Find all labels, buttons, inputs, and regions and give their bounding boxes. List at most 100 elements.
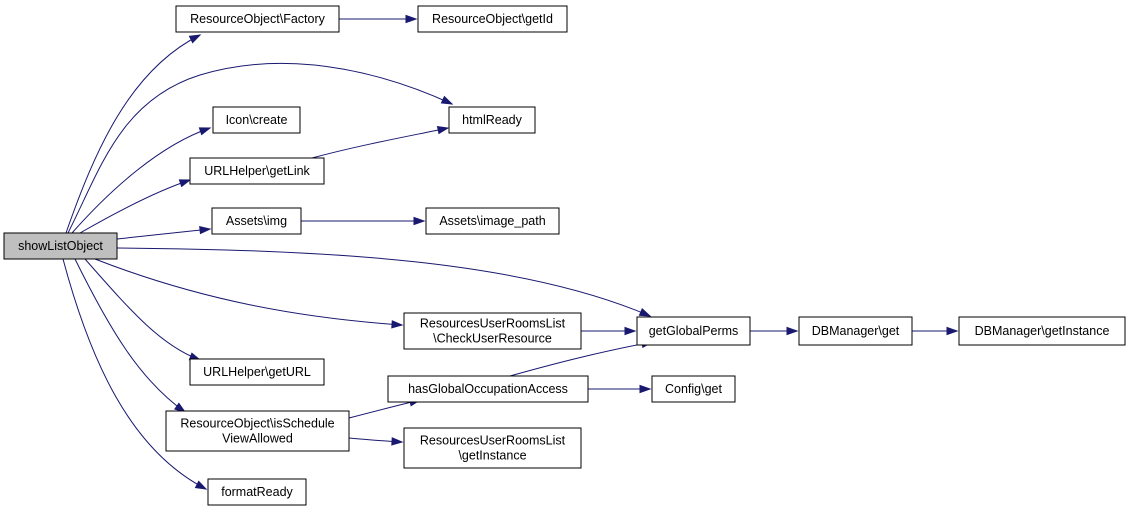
- node-dbinstance[interactable]: DBManager\getInstance: [958, 316, 1126, 346]
- node-box: [212, 106, 301, 134]
- edge-arrowhead: [638, 307, 652, 317]
- node-label: Assets\image_path: [439, 214, 545, 228]
- edge-line: [116, 247, 651, 317]
- edge-checkuser-to-getglobalperms: [581, 326, 637, 336]
- edge-arrowhead: [199, 225, 212, 235]
- node-label: ResourcesUserRoomsList: [420, 317, 566, 331]
- node-imagepath[interactable]: Assets\image_path: [425, 207, 560, 235]
- edge-arrowhead: [405, 14, 418, 24]
- node-label: ResourceObject\Factory: [190, 12, 326, 26]
- node-getglobalperms[interactable]: getGlobalPerms: [636, 316, 751, 346]
- node-label: URLHelper\getURL: [203, 365, 311, 379]
- node-assetsimg[interactable]: Assets\img: [211, 207, 302, 235]
- node-getid[interactable]: ResourceObject\getId: [417, 5, 568, 33]
- edge-line: [94, 258, 403, 326]
- node-box: [207, 478, 307, 506]
- node-getlink[interactable]: URLHelper\getLink: [189, 157, 325, 185]
- node-box: [798, 316, 913, 346]
- edge-root-to-isschedule: [74, 258, 187, 413]
- node-label: Config\get: [665, 382, 723, 396]
- node-box: [403, 427, 582, 469]
- edge-root-to-geturl: [84, 258, 202, 361]
- edge-arrowhead: [391, 320, 404, 329]
- node-box: [958, 316, 1126, 346]
- edge-line: [509, 341, 653, 377]
- node-label: URLHelper\getLink: [204, 164, 310, 178]
- edge-assetsimg-to-imagepath: [301, 216, 426, 226]
- edge-arrowhead: [413, 216, 426, 226]
- node-label: formatReady: [221, 485, 293, 499]
- edge-line: [71, 127, 211, 234]
- node-rurlgetinstance[interactable]: ResourcesUserRoomsList\getInstance: [403, 427, 582, 469]
- node-box: [175, 5, 340, 33]
- edge-arrowhead: [624, 326, 637, 336]
- node-box: [189, 157, 325, 185]
- edge-dbget-to-dbinstance: [912, 326, 959, 336]
- edge-arrowhead: [786, 326, 799, 336]
- edge-arrowhead: [198, 127, 212, 136]
- edge-line: [62, 258, 207, 490]
- edge-root-to-getlink: [79, 179, 192, 234]
- edge-arrowhead: [440, 95, 454, 105]
- call-graph-edges: [62, 14, 959, 490]
- node-box: [448, 106, 536, 134]
- node-formatready[interactable]: formatReady: [207, 478, 307, 506]
- node-factory[interactable]: ResourceObject\Factory: [175, 5, 340, 33]
- node-label: hasGlobalOccupationAccess: [408, 382, 568, 396]
- node-label: DBManager\getInstance: [975, 324, 1110, 338]
- node-dbget[interactable]: DBManager\get: [798, 316, 913, 346]
- edge-arrowhead: [391, 437, 404, 446]
- node-root[interactable]: showListObject: [3, 232, 118, 260]
- edge-getlink-to-htmlready: [311, 126, 450, 159]
- edge-root-to-getglobalperms: [116, 247, 652, 317]
- node-htmlready[interactable]: htmlReady: [448, 106, 536, 134]
- node-configget[interactable]: Config\get: [651, 375, 736, 403]
- edge-root-to-htmlready: [67, 62, 454, 234]
- edge-arrowhead: [436, 126, 450, 135]
- node-box: [3, 232, 118, 260]
- edge-line: [348, 399, 421, 419]
- edge-arrowhead: [639, 384, 652, 394]
- node-label: Assets\img: [226, 214, 287, 228]
- edge-arrowhead: [178, 179, 192, 188]
- node-label: ResourceObject\isSchedule: [180, 417, 334, 431]
- edge-arrowhead: [946, 326, 959, 336]
- node-box: [636, 316, 751, 346]
- node-label: \getInstance: [458, 449, 526, 463]
- edge-line: [67, 62, 453, 234]
- node-iconcreate[interactable]: Icon\create: [212, 106, 301, 134]
- edge-hasglobal-to-configget: [588, 384, 652, 394]
- edge-factory-to-getid: [339, 14, 418, 24]
- node-box: [417, 5, 568, 33]
- node-box: [387, 375, 589, 403]
- node-label: htmlReady: [462, 113, 522, 127]
- edge-root-to-iconcreate: [71, 127, 212, 234]
- edge-line: [74, 258, 186, 413]
- node-label: \CheckUserResource: [433, 332, 552, 346]
- node-geturl[interactable]: URLHelper\getURL: [189, 358, 325, 386]
- node-label: ResourceObject\getId: [432, 12, 553, 26]
- edge-root-to-formatready: [62, 258, 208, 490]
- node-box: [651, 375, 736, 403]
- node-label: ResourcesUserRoomsList: [420, 434, 566, 448]
- node-hasglobal[interactable]: hasGlobalOccupationAccess: [387, 375, 589, 403]
- edge-line: [116, 228, 211, 240]
- edge-isschedule-to-rurlgetinstance: [348, 437, 404, 446]
- edge-arrowhead: [194, 480, 208, 490]
- edge-arrowhead: [188, 34, 202, 44]
- node-box: [189, 358, 325, 386]
- node-label: showListObject: [18, 239, 103, 253]
- node-label: ViewAllowed: [222, 432, 293, 446]
- node-label: DBManager\get: [812, 324, 900, 338]
- edge-line: [79, 179, 191, 234]
- node-label: Icon\create: [226, 113, 288, 127]
- node-box: [165, 410, 350, 452]
- edge-line: [311, 127, 449, 159]
- edge-root-to-factory: [65, 34, 202, 234]
- node-box: [211, 207, 302, 235]
- node-checkuser[interactable]: ResourcesUserRoomsList\CheckUserResource: [403, 312, 582, 350]
- edge-line: [65, 34, 201, 234]
